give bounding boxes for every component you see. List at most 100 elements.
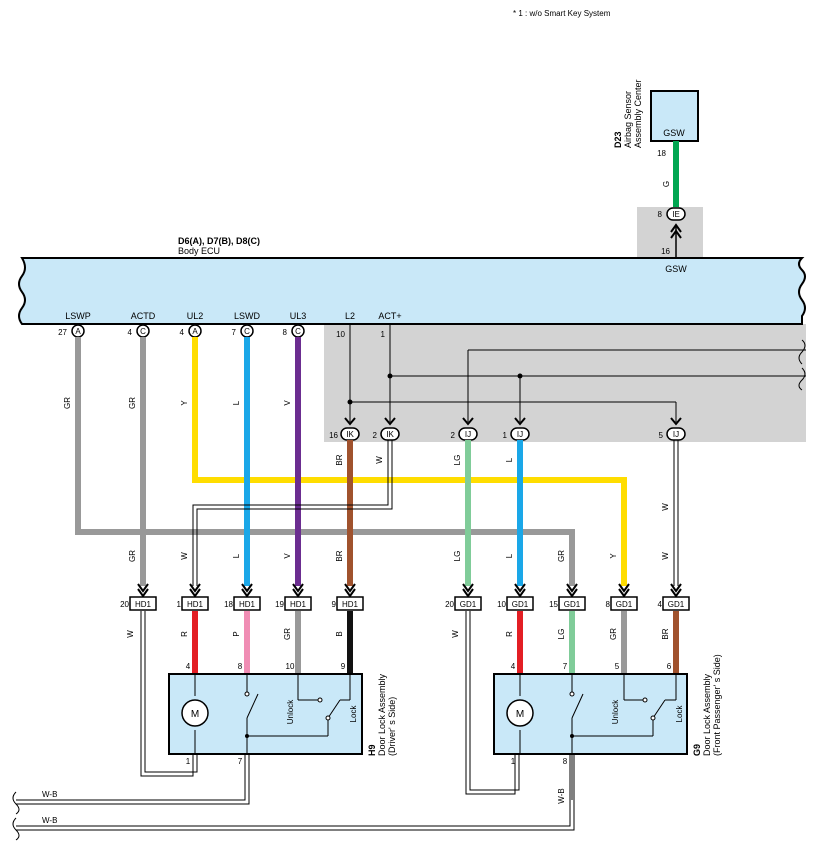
conn-ul2-label: A: [192, 327, 198, 336]
conn-lswd-label: C: [244, 327, 250, 336]
lbl-l: L: [232, 400, 241, 405]
drv-name2: (Driver' s Side): [387, 697, 397, 756]
conn-lswp-label: A: [75, 327, 81, 336]
gd1-connector: [454, 596, 482, 611]
pin-ul2: 4: [180, 328, 185, 337]
pas-pin-4: 4: [511, 662, 516, 671]
drv-motor-label: M: [191, 709, 199, 720]
jc-ik16-name: IK: [346, 430, 354, 439]
hd1-name: HD1: [290, 600, 307, 609]
gd1-1-in: L: [505, 553, 514, 558]
lbl-w2: W: [661, 503, 670, 511]
term-ul2: UL2: [187, 311, 204, 321]
airbag-terminal-label: GSW: [663, 128, 685, 138]
pin-ul3: 8: [283, 328, 288, 337]
ecu-gsw-label: GSW: [665, 264, 687, 274]
hd1-connector: [284, 596, 312, 611]
drv-unlock: Unlock: [286, 699, 295, 724]
ie-name: IE: [672, 210, 680, 219]
hd1-name: HD1: [135, 600, 152, 609]
pas-code: G9: [692, 744, 702, 756]
drv-name1: Door Lock Assembly: [377, 673, 387, 756]
gd1-pin: 8: [606, 600, 611, 609]
gd1-name: GD1: [564, 600, 581, 609]
pin-lswd: 7: [232, 328, 237, 337]
gd1-2-in: GR: [557, 550, 566, 562]
gd1-name: GD1: [616, 600, 633, 609]
gd1-pin: 20: [445, 600, 454, 609]
junction-bus: [349, 324, 806, 422]
lbl-lg: LG: [453, 455, 462, 466]
pas-pin-5: 5: [615, 662, 620, 671]
term-lswd: LSWD: [234, 311, 261, 321]
ground-label-3: W-B: [557, 788, 566, 803]
pin-l2: 10: [336, 330, 345, 339]
driver-lock-internals: [194, 674, 351, 754]
term-actd: ACTD: [131, 311, 156, 321]
lbl-br: BR: [335, 454, 344, 465]
pin-actplus: 1: [381, 330, 386, 339]
hd1-connector: [336, 596, 364, 611]
ecu-code: D6(A), D7(B), D8(C): [178, 236, 260, 246]
pas-motor-label: M: [516, 709, 524, 720]
hd1-pin: 19: [275, 600, 284, 609]
term-lswp: LSWP: [65, 311, 91, 321]
gd1-name: GD1: [460, 600, 477, 609]
ie-pin-bottom: 16: [661, 247, 670, 256]
hd1-3-in: V: [283, 553, 292, 559]
pin-actd: 4: [128, 328, 133, 337]
drv-pin-10: 10: [286, 662, 295, 671]
pas-pin-6: 6: [667, 662, 672, 671]
jc-ij2-pin: 2: [451, 431, 456, 440]
airbag-name-1: Airbag Sensor: [623, 91, 633, 148]
pas-pin-7: 7: [563, 662, 568, 671]
drv-pin-4: 4: [186, 662, 191, 671]
hd1-name: HD1: [187, 600, 204, 609]
hd1-arrow: [189, 583, 201, 598]
hd1-4-in: BR: [335, 550, 344, 561]
hd1-arrow: [137, 583, 149, 598]
lbl-v: V: [283, 400, 292, 406]
pas-w-wire: [465, 611, 520, 795]
conn-actd-label: C: [140, 327, 146, 336]
gd1-0-in: LG: [453, 551, 462, 562]
airbag-code: D23: [613, 131, 623, 148]
gd1-connector: [558, 596, 586, 611]
hd1-pin: 20: [120, 600, 129, 609]
drv-pin-9: 9: [341, 662, 346, 671]
jc-ik2-name: IK: [386, 430, 394, 439]
gd1-connector: [662, 596, 690, 611]
lbl-gr-2: GR: [128, 397, 137, 409]
conn-ul3-label: C: [295, 327, 301, 336]
hd1-arrow: [241, 583, 253, 598]
note-text: * 1 : w/o Smart Key System: [513, 9, 611, 18]
hd1-name: HD1: [342, 600, 359, 609]
jc-ij5: [666, 427, 686, 441]
gd1-arrow: [514, 583, 526, 598]
airbag-sensor-box: [650, 90, 699, 142]
pas-lock: Lock: [675, 705, 684, 723]
jc-ij1-name: IJ: [517, 430, 523, 439]
pas-pin-1: 1: [511, 757, 516, 766]
hd1-connector: [129, 596, 157, 611]
hd1-arrow: [344, 583, 356, 598]
passenger-lock-box: [493, 673, 688, 755]
hd1-3-out: GR: [283, 628, 292, 640]
gd1-name: GD1: [668, 600, 685, 609]
gd1-arrow: [670, 583, 682, 598]
airbag-name-2: Assembly Center: [633, 79, 643, 148]
drv-pin-1: 1: [186, 757, 191, 766]
gd1-3-in: Y: [609, 553, 618, 559]
drv-w-wire: [140, 611, 198, 777]
pas-motor-icon: [506, 699, 534, 727]
drv-code: H9: [367, 744, 377, 756]
hd1-1-in: W: [180, 552, 189, 560]
hd1-4-out: B: [335, 631, 344, 636]
gd1-1-out: R: [505, 631, 514, 637]
gd1-pin: 10: [497, 600, 506, 609]
drv-lock: Lock: [349, 705, 358, 723]
hd1-pin: 18: [224, 600, 233, 609]
shaded-area: [324, 324, 806, 442]
jc-ik2: [380, 427, 400, 441]
